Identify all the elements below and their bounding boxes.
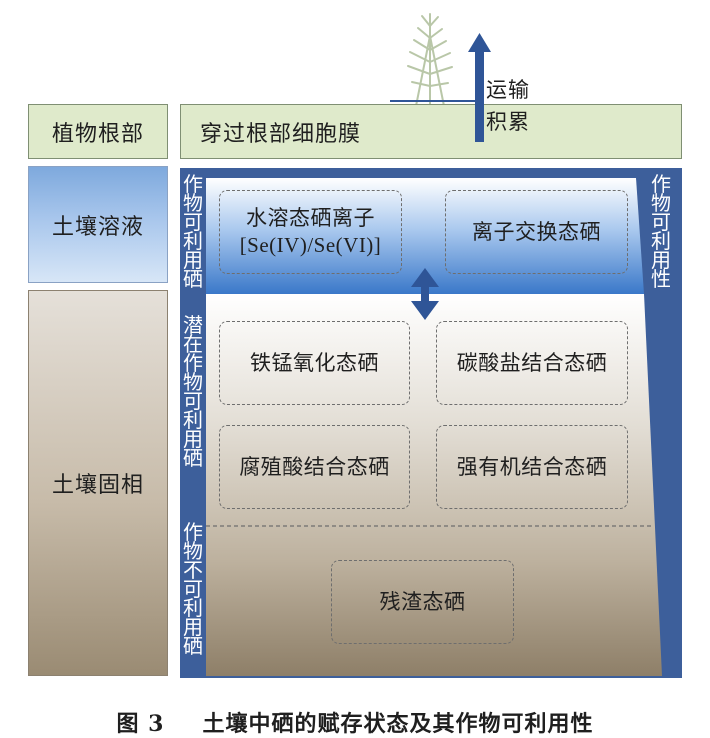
plant-root-label: 植物根部 [51,121,144,147]
exchange-double-arrow [411,268,439,320]
exchangeable-se-box: 离子交换态硒 [445,190,628,274]
water-soluble-se-label: 水溶态硒离子 [246,206,375,230]
available-se-label: 作物可利用硒 [183,172,203,291]
membrane-label: 穿过根部细胞膜 [200,122,362,147]
soil-solution-box: 土壤溶液 [28,166,168,283]
strong-organic-se-box: 强有机结合态硒 [436,425,628,509]
residual-se-box: 残渣态硒 [331,560,514,644]
exchangeable-se-label: 离子交换态硒 [472,219,601,244]
transport-accumulation-label: 运输 积累 [486,74,530,138]
carbonate-se-box: 碳酸盐结合态硒 [436,321,628,405]
fe-mn-oxide-se-box: 铁锰氧化态硒 [219,321,410,405]
availability-axis-label: 作物可利用性 [651,172,671,291]
water-soluble-se-box: 水溶态硒离子 [Se(IV)/Se(VI)] [219,190,402,274]
humic-acid-se-label: 腐殖酸结合态硒 [239,454,390,479]
water-soluble-se-formula: [Se(IV)/Se(VI)] [239,233,382,257]
soil-solution-label: 土壤溶液 [51,214,144,240]
transport-arrow [468,33,491,142]
soil-solid-box: 土壤固相 [28,290,168,676]
soil-solution-area [206,178,644,294]
fe-mn-oxide-se-label: 铁锰氧化态硒 [250,350,379,375]
residual-se-label: 残渣态硒 [379,589,466,614]
soil-solid-label: 土壤固相 [51,473,144,498]
carbonate-se-label: 碳酸盐结合态硒 [456,350,608,375]
figure-title: 土壤中硒的赋存状态及其作物可利用性 [202,711,594,737]
root-membrane-band [180,104,682,159]
plant-root-box: 植物根部 [28,104,168,159]
transport-label-line1: 运输 [486,78,530,102]
potential-available-se-label: 潜在作物可利用硒 [183,313,203,470]
figure-number: 图 3 [116,711,165,737]
transport-label-line2: 积累 [486,110,530,134]
strong-organic-se-label: 强有机结合态硒 [456,454,608,479]
unavailable-se-label: 作物不可利用硒 [183,520,203,658]
soil-solid-area [206,294,662,676]
figure-caption: 图 3 土壤中硒的赋存状态及其作物可利用性 [0,706,710,738]
humic-acid-se-box: 腐殖酸结合态硒 [219,425,410,509]
